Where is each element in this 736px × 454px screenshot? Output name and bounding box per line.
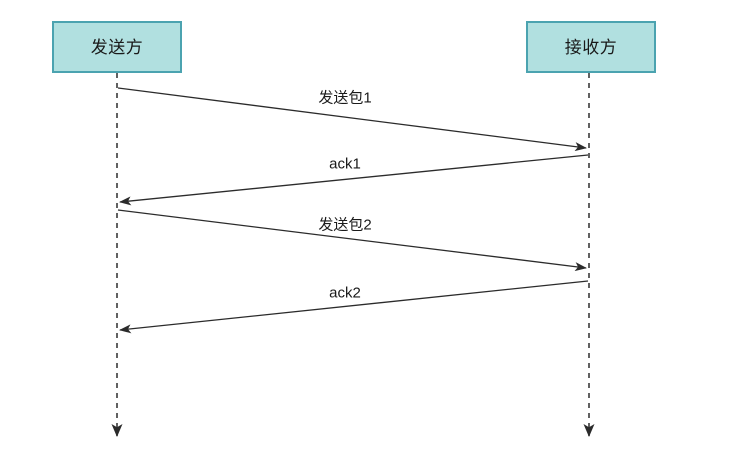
actor-box-receiver[interactable]: 接收方 [526, 21, 656, 73]
actor-box-sender[interactable]: 发送方 [52, 21, 182, 73]
actor-label-sender: 发送方 [90, 37, 144, 57]
message-label-send-packet-2: 发送包2 [318, 216, 372, 234]
message-arrow-send-packet-2 [117, 209, 587, 272]
message-arrow-ack1 [119, 154, 589, 206]
message-arrow-ack2 [119, 280, 589, 334]
actor-label-receiver: 接收方 [564, 37, 618, 57]
message-label-ack1: ack1 [329, 155, 361, 173]
message-arrow-send-packet-1 [117, 87, 587, 152]
message-label-send-packet-1: 发送包1 [318, 89, 372, 107]
message-label-ack2: ack2 [329, 284, 361, 302]
